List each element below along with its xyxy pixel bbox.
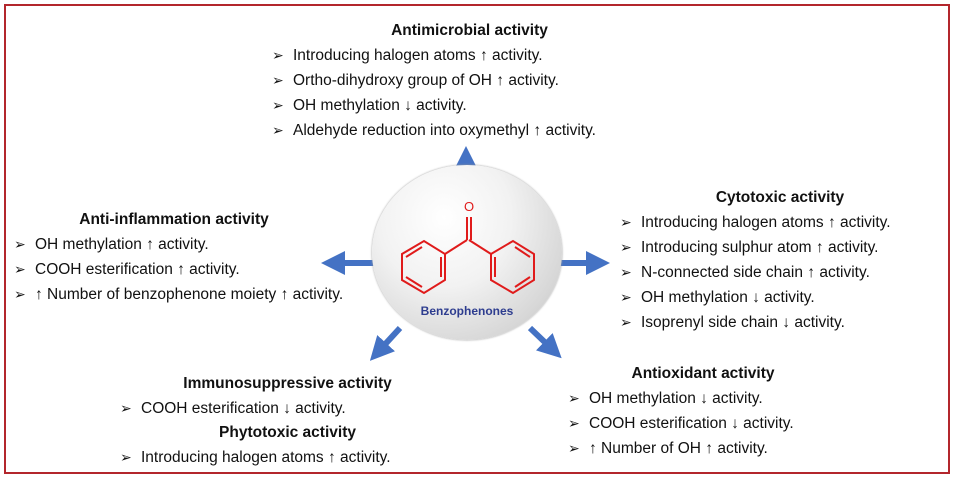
cytotoxic-title: Cytotoxic activity — [715, 189, 845, 206]
bullet-arrow-icon: ➢ — [14, 286, 26, 302]
list-item: ➢OH methylation ↓ activity. — [568, 386, 838, 411]
antioxidant-title: Antioxidant activity — [631, 365, 775, 382]
list-item: ➢Aldehyde reduction into oxymethyl ↑ act… — [272, 118, 667, 143]
phytotoxic-title: Phytotoxic activity — [219, 424, 356, 441]
antimicrobial-section: Antimicrobial activity ➢Introducing halo… — [272, 19, 667, 143]
list-item: ➢Introducing sulphur atom ↑ activity. — [620, 235, 940, 260]
list-item: ➢COOH esterification ↓ activity. — [568, 411, 838, 436]
bullet-arrow-icon: ➢ — [272, 72, 284, 88]
list-item: ➢Introducing halogen atoms ↑ activity. — [272, 43, 667, 68]
bullet-arrow-icon: ➢ — [620, 239, 632, 255]
phytotoxic-section: Phytotoxic activity ➢Introducing halogen… — [120, 421, 455, 470]
bullet-arrow-icon: ➢ — [272, 47, 284, 63]
list-item: ➢Introducing halogen atoms ↑ activity. — [120, 445, 455, 470]
bullet-arrow-icon: ➢ — [568, 390, 580, 406]
list-item: ➢OH methylation ↓ activity. — [620, 285, 940, 310]
benzophenone-structure: O — [401, 199, 535, 295]
figure-frame — [4, 4, 950, 474]
cytotoxic-section: Cytotoxic activity ➢Introducing halogen … — [620, 186, 940, 335]
svg-text:O: O — [464, 199, 474, 214]
arrow-down-right — [527, 325, 562, 359]
list-item: ➢OH methylation ↑ activity. — [14, 232, 359, 257]
list-item: ➢N-connected side chain ↑ activity. — [620, 260, 940, 285]
anti-inflammation-title: Anti-inflammation activity — [79, 211, 269, 228]
list-item: ➢COOH esterification ↑ activity. — [14, 257, 359, 282]
bullet-arrow-icon: ➢ — [272, 97, 284, 113]
arrow-down-left — [369, 325, 403, 361]
list-item: ➢Introducing halogen atoms ↑ activity. — [620, 210, 940, 235]
immunosuppressive-title: Immunosuppressive activity — [183, 375, 392, 392]
antioxidant-section: Antioxidant activity ➢OH methylation ↓ a… — [568, 362, 838, 461]
bullet-arrow-icon: ➢ — [120, 449, 132, 465]
list-item: ➢↑ Number of OH ↑ activity. — [568, 436, 838, 461]
list-item: ➢↑ Number of benzophenone moiety ↑ activ… — [14, 282, 354, 307]
bullet-arrow-icon: ➢ — [14, 261, 26, 277]
bullet-arrow-icon: ➢ — [620, 214, 632, 230]
immunosuppressive-section: Immunosuppressive activity ➢COOH esterif… — [120, 372, 455, 421]
bullet-arrow-icon: ➢ — [120, 400, 132, 416]
bullet-arrow-icon: ➢ — [272, 122, 284, 138]
list-item: ➢OH methylation ↓ activity. — [272, 93, 667, 118]
center-label: Benzophenones — [420, 304, 514, 318]
bullet-arrow-icon: ➢ — [620, 264, 632, 280]
bullet-arrow-icon: ➢ — [620, 289, 632, 305]
list-item: ➢COOH esterification ↓ activity. — [120, 396, 455, 421]
list-item: ➢Ortho-dihydroxy group of OH ↑ activity. — [272, 68, 667, 93]
bullet-arrow-icon: ➢ — [14, 236, 26, 252]
bullet-arrow-icon: ➢ — [568, 440, 580, 456]
anti-inflammation-section: Anti-inflammation activity ➢OH methylati… — [14, 208, 359, 307]
bullet-arrow-icon: ➢ — [620, 314, 632, 330]
bullet-arrow-icon: ➢ — [568, 415, 580, 431]
list-item: ➢Isoprenyl side chain ↓ activity. — [620, 310, 940, 335]
antimicrobial-title: Antimicrobial activity — [391, 22, 548, 39]
